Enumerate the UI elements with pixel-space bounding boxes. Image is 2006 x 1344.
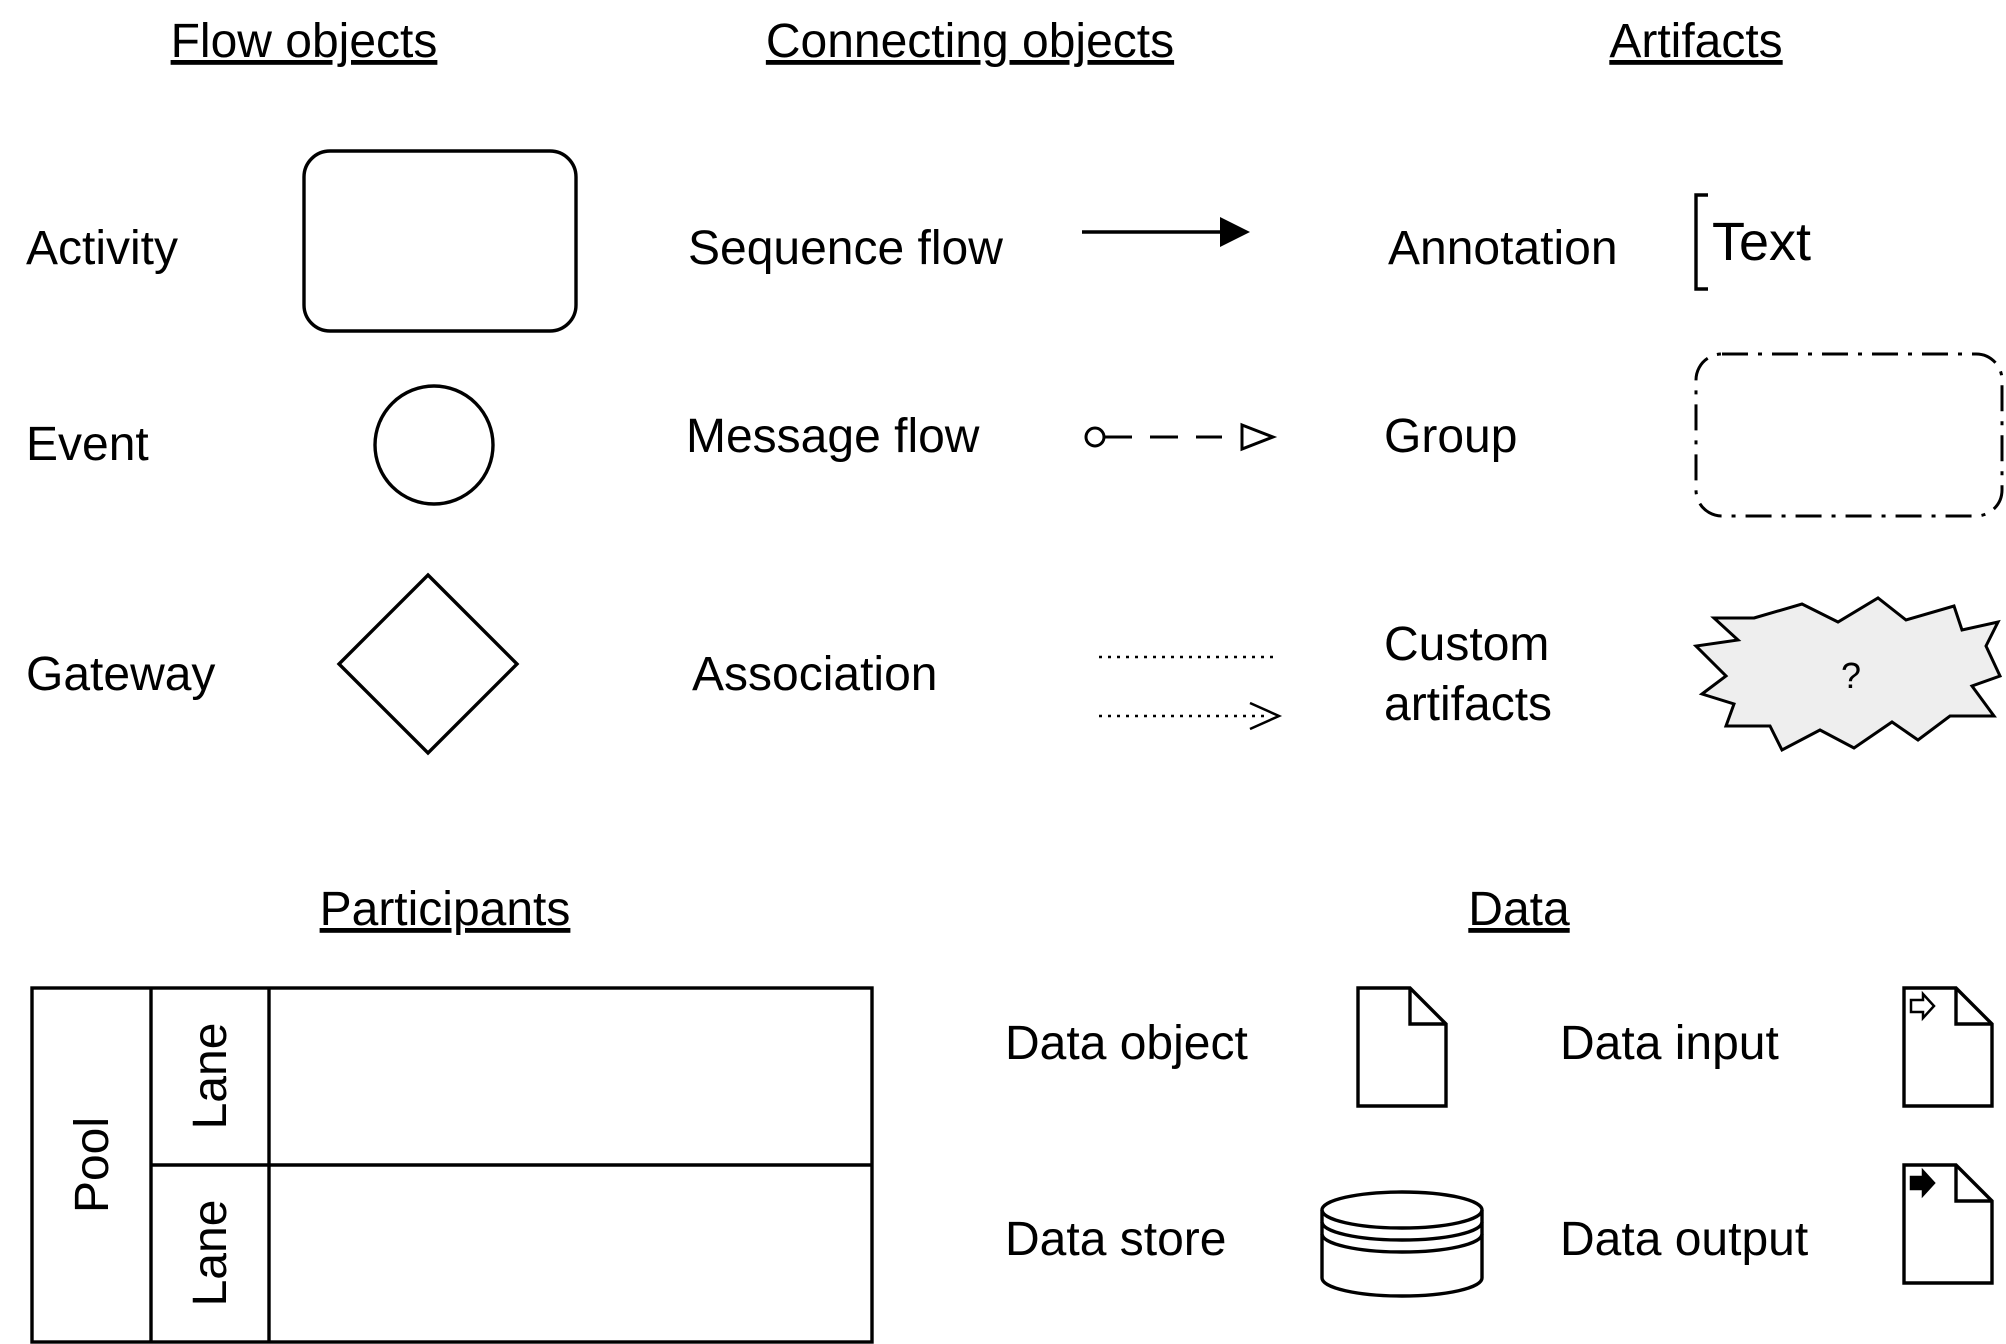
data-input-label: Data input (1560, 1017, 1779, 1070)
heading-connecting-objects: Connecting objects (766, 15, 1174, 68)
data-object-label: Data object (1005, 1017, 1248, 1070)
pool-diagram (30, 986, 874, 1344)
custom-artifacts-label-line1: Custom (1384, 618, 1549, 671)
lane-label-bottom: Lane (184, 1200, 237, 1307)
custom-artifact-symbol: ? (1841, 655, 1861, 696)
data-object-icon (1356, 986, 1448, 1108)
data-output-icon (1902, 1163, 1994, 1285)
event-label: Event (26, 418, 149, 471)
group-icon (1694, 352, 2004, 518)
activity-icon (302, 149, 578, 333)
annotation-bracket-icon (1694, 193, 1708, 291)
data-store-cylinder-icon (1320, 1190, 1484, 1298)
association-label: Association (692, 648, 937, 701)
gateway-label: Gateway (26, 648, 215, 701)
directed-association-arrow-icon (1099, 701, 1283, 731)
sequence-flow-arrow-icon (1082, 217, 1250, 247)
heading-data: Data (1468, 883, 1570, 936)
output-arrow-icon (1909, 1167, 1936, 1199)
heading-artifacts: Artifacts (1609, 15, 1782, 68)
gateway-icon (336, 572, 520, 756)
data-store-label: Data store (1005, 1213, 1226, 1266)
heading-participants: Participants (320, 883, 571, 936)
event-icon (373, 384, 495, 506)
lane-label-top: Lane (184, 1023, 237, 1130)
group-label: Group (1384, 410, 1517, 463)
activity-label: Activity (26, 222, 178, 275)
input-arrow-icon (1909, 990, 1936, 1022)
data-input-icon (1902, 986, 1994, 1108)
message-flow-label: Message flow (686, 410, 980, 463)
pool-label: Pool (66, 1117, 119, 1213)
heading-flow-objects: Flow objects (171, 15, 438, 68)
annotation-label: Annotation (1388, 222, 1618, 275)
custom-artifact-starburst-icon (1692, 596, 2003, 753)
custom-artifacts-label-line2: artifacts (1384, 678, 1552, 731)
data-output-label: Data output (1560, 1213, 1808, 1266)
sequence-flow-label: Sequence flow (688, 222, 1003, 275)
annotation-text: Text (1712, 212, 1811, 272)
message-flow-arrow-icon (1084, 422, 1278, 452)
